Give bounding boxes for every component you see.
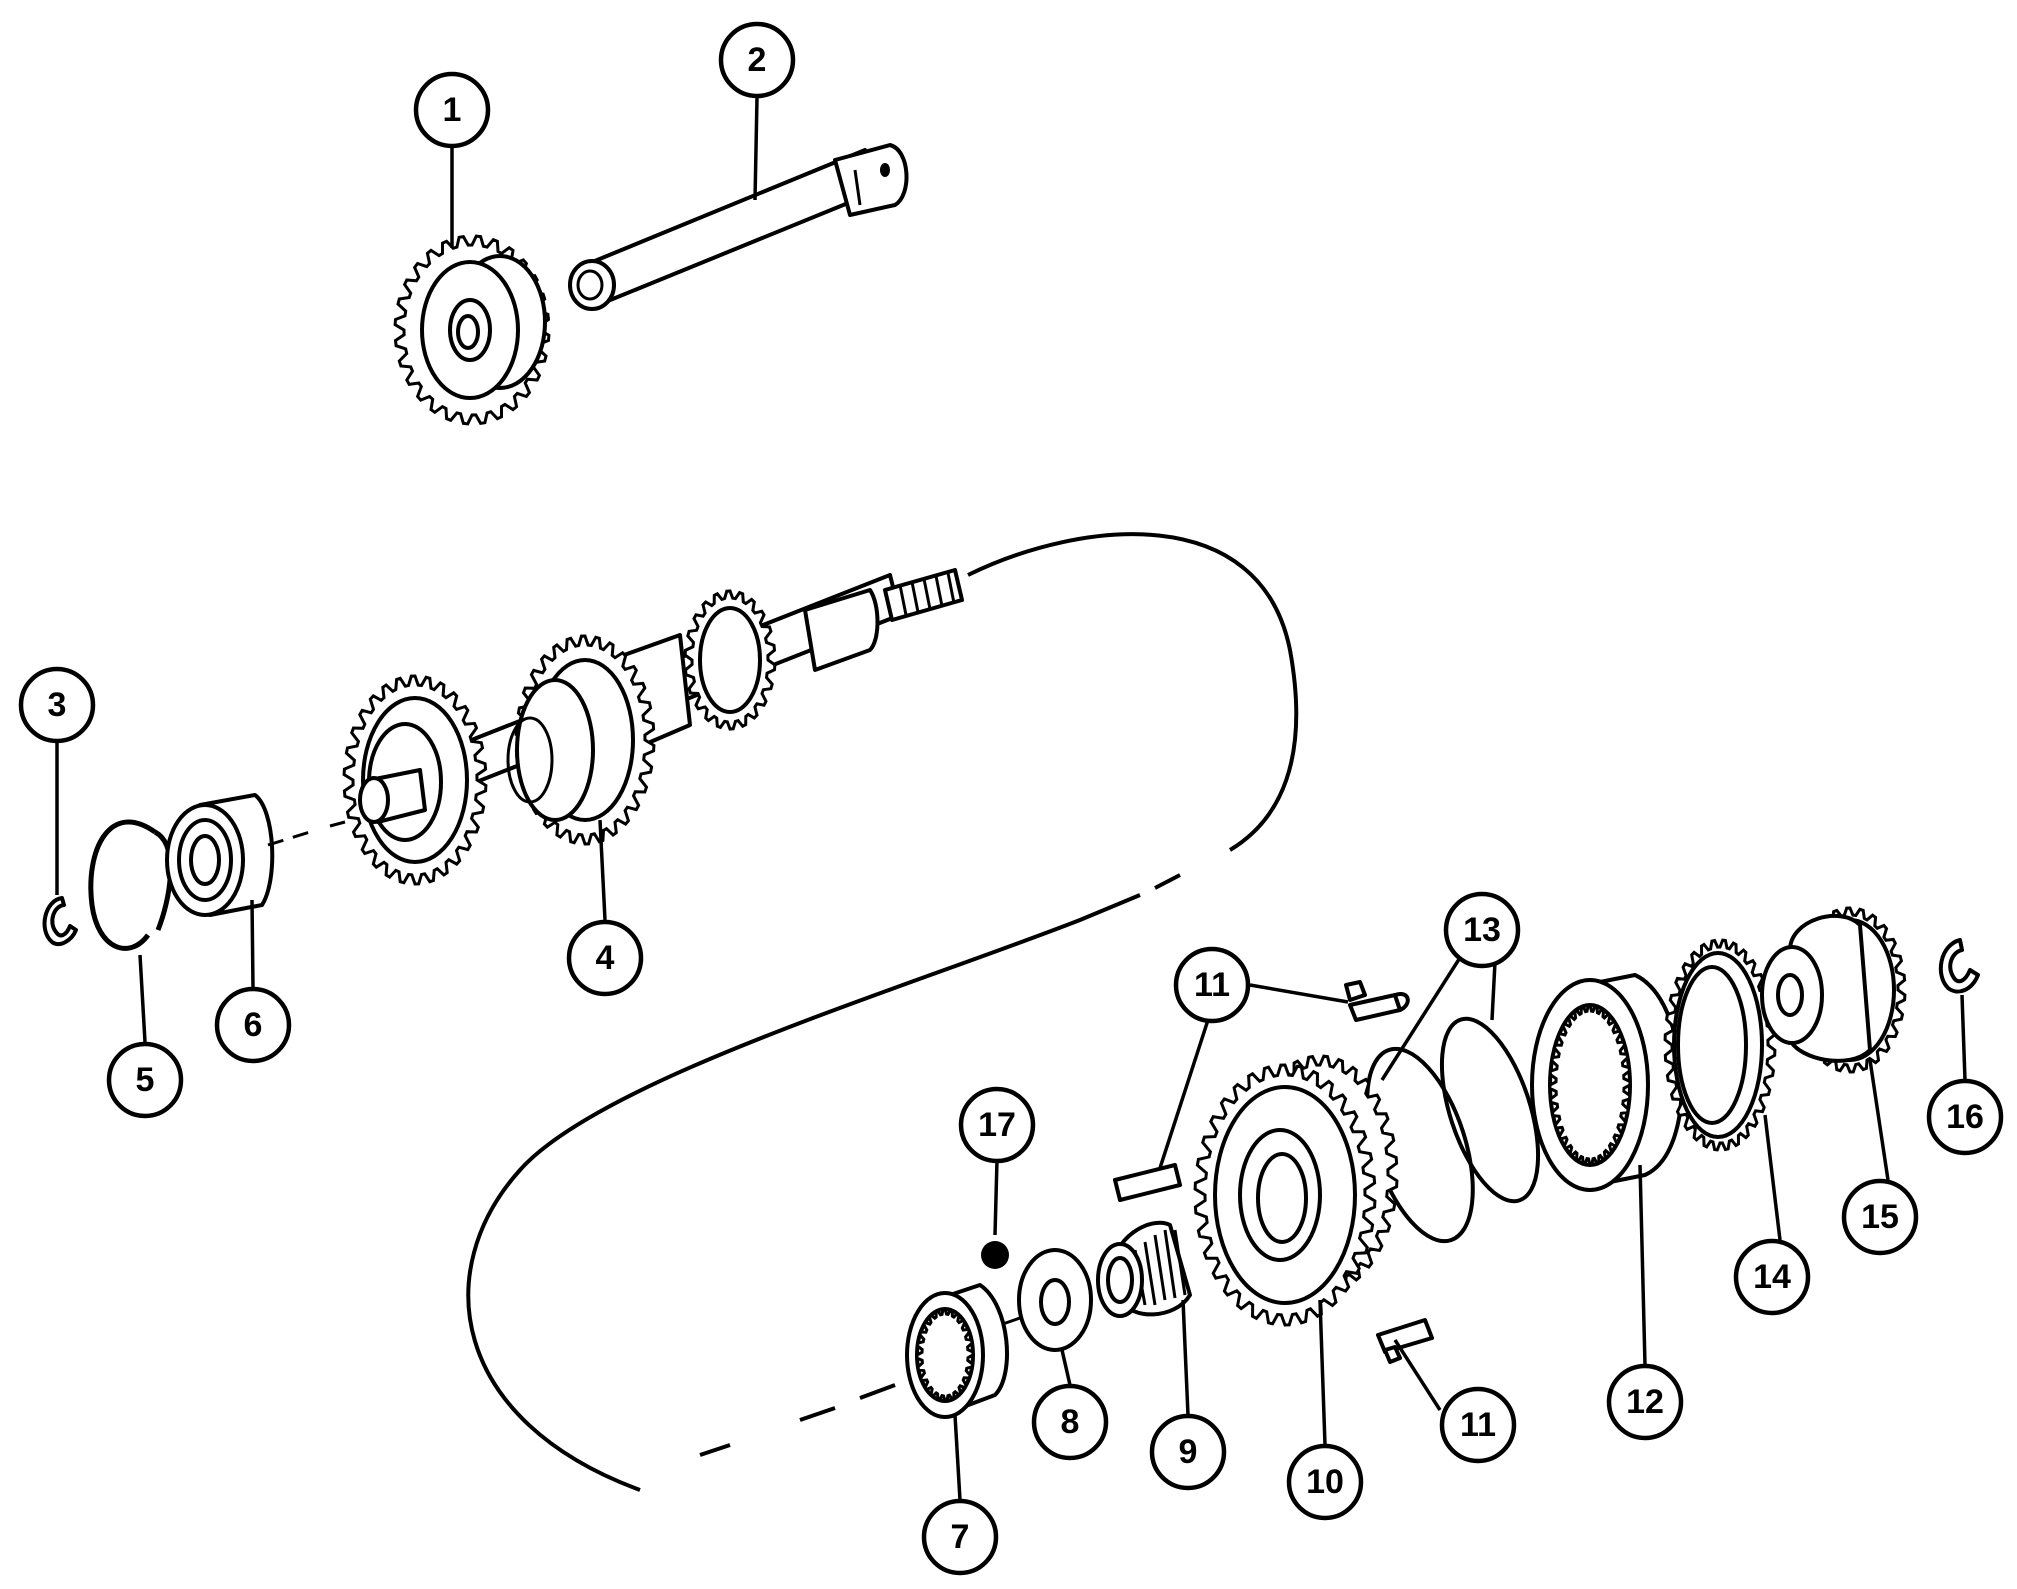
callout-11-lower: 11	[1439, 1386, 1517, 1464]
part-17-ball	[981, 1241, 1009, 1269]
part-11-key-upper	[1344, 980, 1410, 1022]
assembly-path	[466, 532, 1299, 1492]
callout-7: 7	[921, 1498, 999, 1576]
part-7-bushing	[905, 1283, 1009, 1419]
callout-5-label: 5	[136, 1061, 155, 1099]
callout-2-label: 2	[748, 41, 767, 79]
callout-10-label: 10	[1306, 1463, 1344, 1501]
part-5-circlip	[88, 819, 173, 951]
callout-4-label: 4	[596, 939, 615, 977]
part-9-needle-bearing	[1096, 1220, 1192, 1318]
callout-16: 16	[1926, 1078, 2004, 1156]
part-2-shaft	[568, 143, 909, 311]
callout-1: 1	[413, 71, 491, 149]
part-10-large-gear	[1193, 1054, 1399, 1327]
callout-10: 10	[1286, 1443, 1364, 1521]
callout-1-label: 1	[443, 91, 462, 129]
part-8-washer	[999, 1248, 1093, 1352]
callout-2: 2	[718, 21, 796, 99]
callout-14: 14	[1733, 1238, 1811, 1316]
callout-3-label: 3	[48, 686, 67, 724]
callout-7-label: 7	[951, 1518, 970, 1556]
callout-4: 4	[566, 919, 644, 997]
part-11-key-lower	[1376, 1318, 1434, 1364]
callout-9: 9	[1149, 1413, 1227, 1491]
callout-14-label: 14	[1753, 1258, 1791, 1296]
callout-17-label: 17	[978, 1106, 1016, 1144]
gear-tooth-outline	[915, 1307, 975, 1403]
callout-5: 5	[106, 1041, 184, 1119]
callout-6: 6	[214, 986, 292, 1064]
callout-17: 17	[958, 1086, 1036, 1164]
part-7-inner-spline	[915, 1307, 975, 1403]
callout-8-label: 8	[1061, 1403, 1080, 1441]
callout-12-label: 12	[1626, 1383, 1664, 1421]
part-12-sleeve	[1530, 973, 1684, 1192]
callout-8: 8	[1031, 1383, 1109, 1461]
part-16-snap-ring	[1938, 938, 1980, 994]
gear-tooth-outline	[1548, 1003, 1632, 1167]
part-14-synchro-ring	[1663, 938, 1777, 1152]
part-12-inner-spline	[1548, 1003, 1632, 1167]
callout-3: 3	[18, 666, 96, 744]
callout-15-label: 15	[1861, 1198, 1899, 1236]
callout-16-label: 16	[1946, 1098, 1984, 1136]
leader-lines	[55, 97, 1967, 1501]
shaft-thread-lines	[898, 572, 956, 616]
callout-12: 12	[1606, 1363, 1684, 1441]
part-6-bearing	[165, 793, 346, 917]
callout-11-upper-label: 11	[1194, 966, 1230, 1004]
callout-11-lower-label: 11	[1460, 1406, 1496, 1444]
callout-11-upper: 11	[1173, 946, 1251, 1024]
part-15-hub	[1760, 906, 1907, 1074]
part-1-gear	[393, 234, 551, 426]
callout-13-label: 13	[1463, 911, 1501, 949]
part-11-key-middle	[1113, 1163, 1182, 1202]
callout-15: 15	[1841, 1178, 1919, 1256]
callout-13: 13	[1443, 891, 1521, 969]
part-4-mainshaft	[342, 568, 964, 886]
part-3-snap-ring	[42, 896, 78, 947]
callout-6-label: 6	[244, 1006, 263, 1044]
callout-9-label: 9	[1179, 1433, 1198, 1471]
